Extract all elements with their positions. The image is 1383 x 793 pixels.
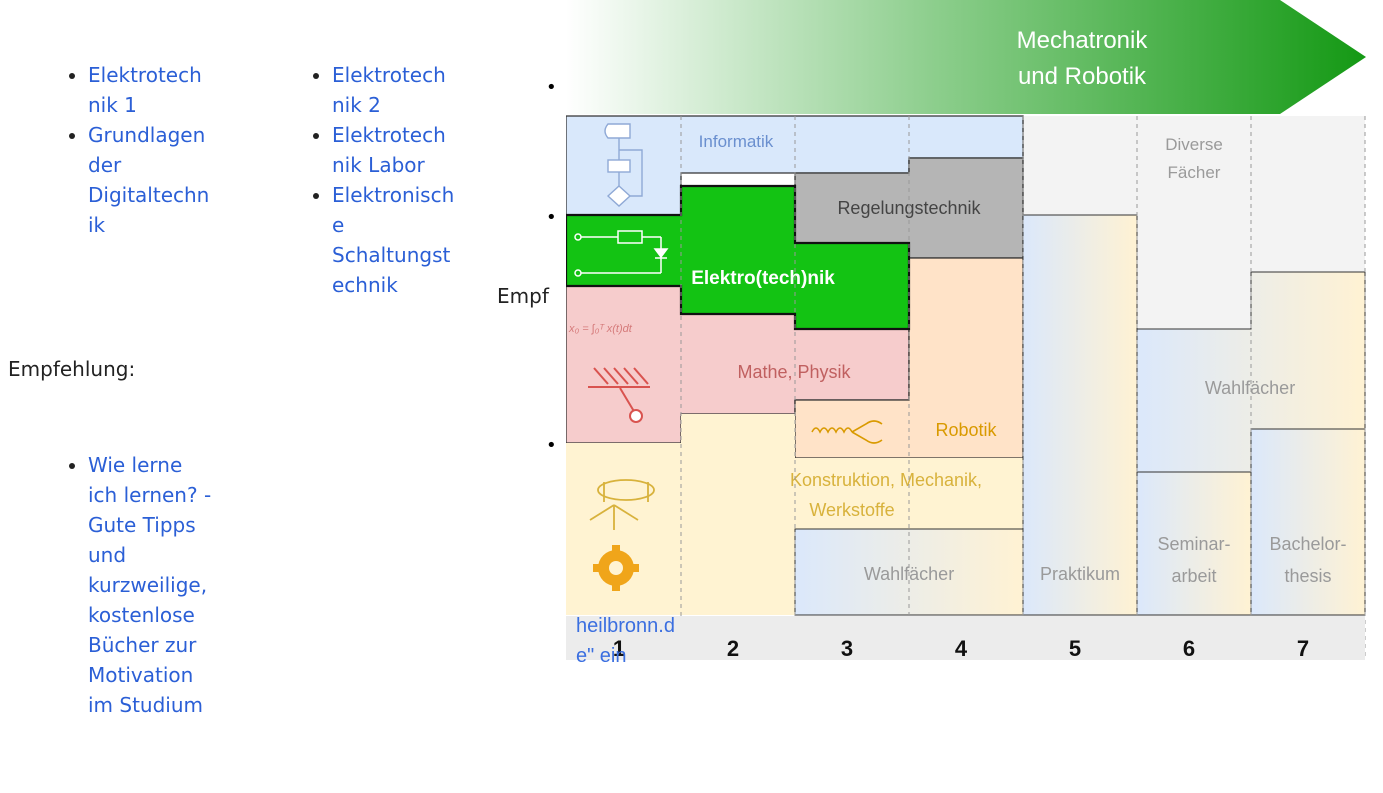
recommendation-heading: Empfehlung: [8,357,136,381]
course-list-item: Wie lerne ich lernen? - Gute Tipps und k… [88,450,256,720]
label-diverse-1: Diverse [1165,135,1223,154]
course-list: Elektrotech nik 2 Elektrotech nik LaborEl… [310,60,500,300]
course-link[interactable]: Elektrotech nik 1 [88,63,202,117]
semester-2: 2 [727,636,739,661]
label-praktikum: Praktikum [1040,564,1120,584]
course-list: Wie lerne ich lernen? - Gute Tipps und k… [66,450,256,720]
course-list-item: Elektronisch e Schaltungst echnik [332,180,500,300]
course-list-item: Grundlagen der Digitaltechn ik [88,120,246,240]
semester-bar [566,616,1365,660]
course-list-item: Elektrotech nik 1 [88,60,246,120]
label-elektrotechnik: Elektro(tech)nik [691,268,835,289]
course-list-item: Elektrotech nik Labor [332,120,500,180]
flowchart-icon [604,123,643,207]
label-mathe-physik: Mathe, Physik [737,362,851,382]
semester-7: 7 [1297,636,1309,661]
course-link[interactable]: Wie lerne ich lernen? - Gute Tipps und k… [88,453,212,717]
mechanics-icon [589,479,655,530]
course-link[interactable]: Elektrotech nik 2 [332,63,446,117]
curriculum-diagram: Mechatronik und Robotik Informatik Diver… [566,0,1366,667]
semester-6: 6 [1183,636,1195,661]
course-list-item: Elektrotech nik 2 [332,60,500,120]
block-bachelorthesis [1250,428,1366,616]
semester-3: 3 [841,636,853,661]
overflow-link-2[interactable]: e" ein [576,645,626,667]
label-diverse-2: Fächer [1168,163,1221,182]
semester-numbers: 1 2 3 4 5 6 7 [613,636,1309,661]
recommendation-list: Wie lerne ich lernen? - Gute Tipps und k… [66,450,256,720]
label-bachelor-1: Bachelor- [1269,534,1346,554]
label-informatik: Informatik [699,132,774,151]
course-link[interactable]: Grundlagen der Digitaltechn ik [88,123,210,237]
course-link[interactable]: Elektrotech nik Labor [332,123,446,177]
label-robotik: Robotik [935,420,997,440]
label-seminar-2: arbeit [1171,566,1216,586]
label-seminar-1: Seminar- [1157,534,1230,554]
formula: x₀ = ∫₀ᵀ x(t)dt [568,323,633,335]
label-konstruktion-2: Werkstoffe [809,500,894,520]
label-konstruktion-1: Konstruktion, Mechanik, [790,470,982,490]
label-wahlfaecher-67: Wahlfächer [1205,378,1295,398]
course-list: Elektrotech nik 1 Grundlagen der Digitalt… [66,60,246,240]
overflow-link-1[interactable]: heilbronn.d [576,615,675,637]
semester-4: 4 [955,636,968,661]
mechatronik-arrow [566,0,1366,114]
gripper-icon [811,420,883,444]
circuit-icon [574,230,669,277]
course-list-col1: Elektrotech nik 1 Grundlagen der Digitalt… [66,60,246,240]
block-seminararbeit [1136,471,1252,616]
block-praktikum [1022,214,1138,616]
label-bachelor-2: thesis [1284,566,1331,586]
arrow-title-line2: und Robotik [1018,63,1147,90]
semester-1: 1 [613,636,625,661]
arrow-title-line1: Mechatronik [1017,27,1149,54]
semester-5: 5 [1069,636,1081,661]
gear-icon [593,545,639,591]
course-list-col2: Elektrotech nik 2 Elektrotech nik LaborEl… [310,60,500,300]
friction-icon [588,367,650,423]
block-konstruktion [566,414,1023,615]
recommendation-heading-clipped: Empf [497,284,549,308]
course-link[interactable]: Elektronisch e Schaltungst echnik [332,183,455,297]
